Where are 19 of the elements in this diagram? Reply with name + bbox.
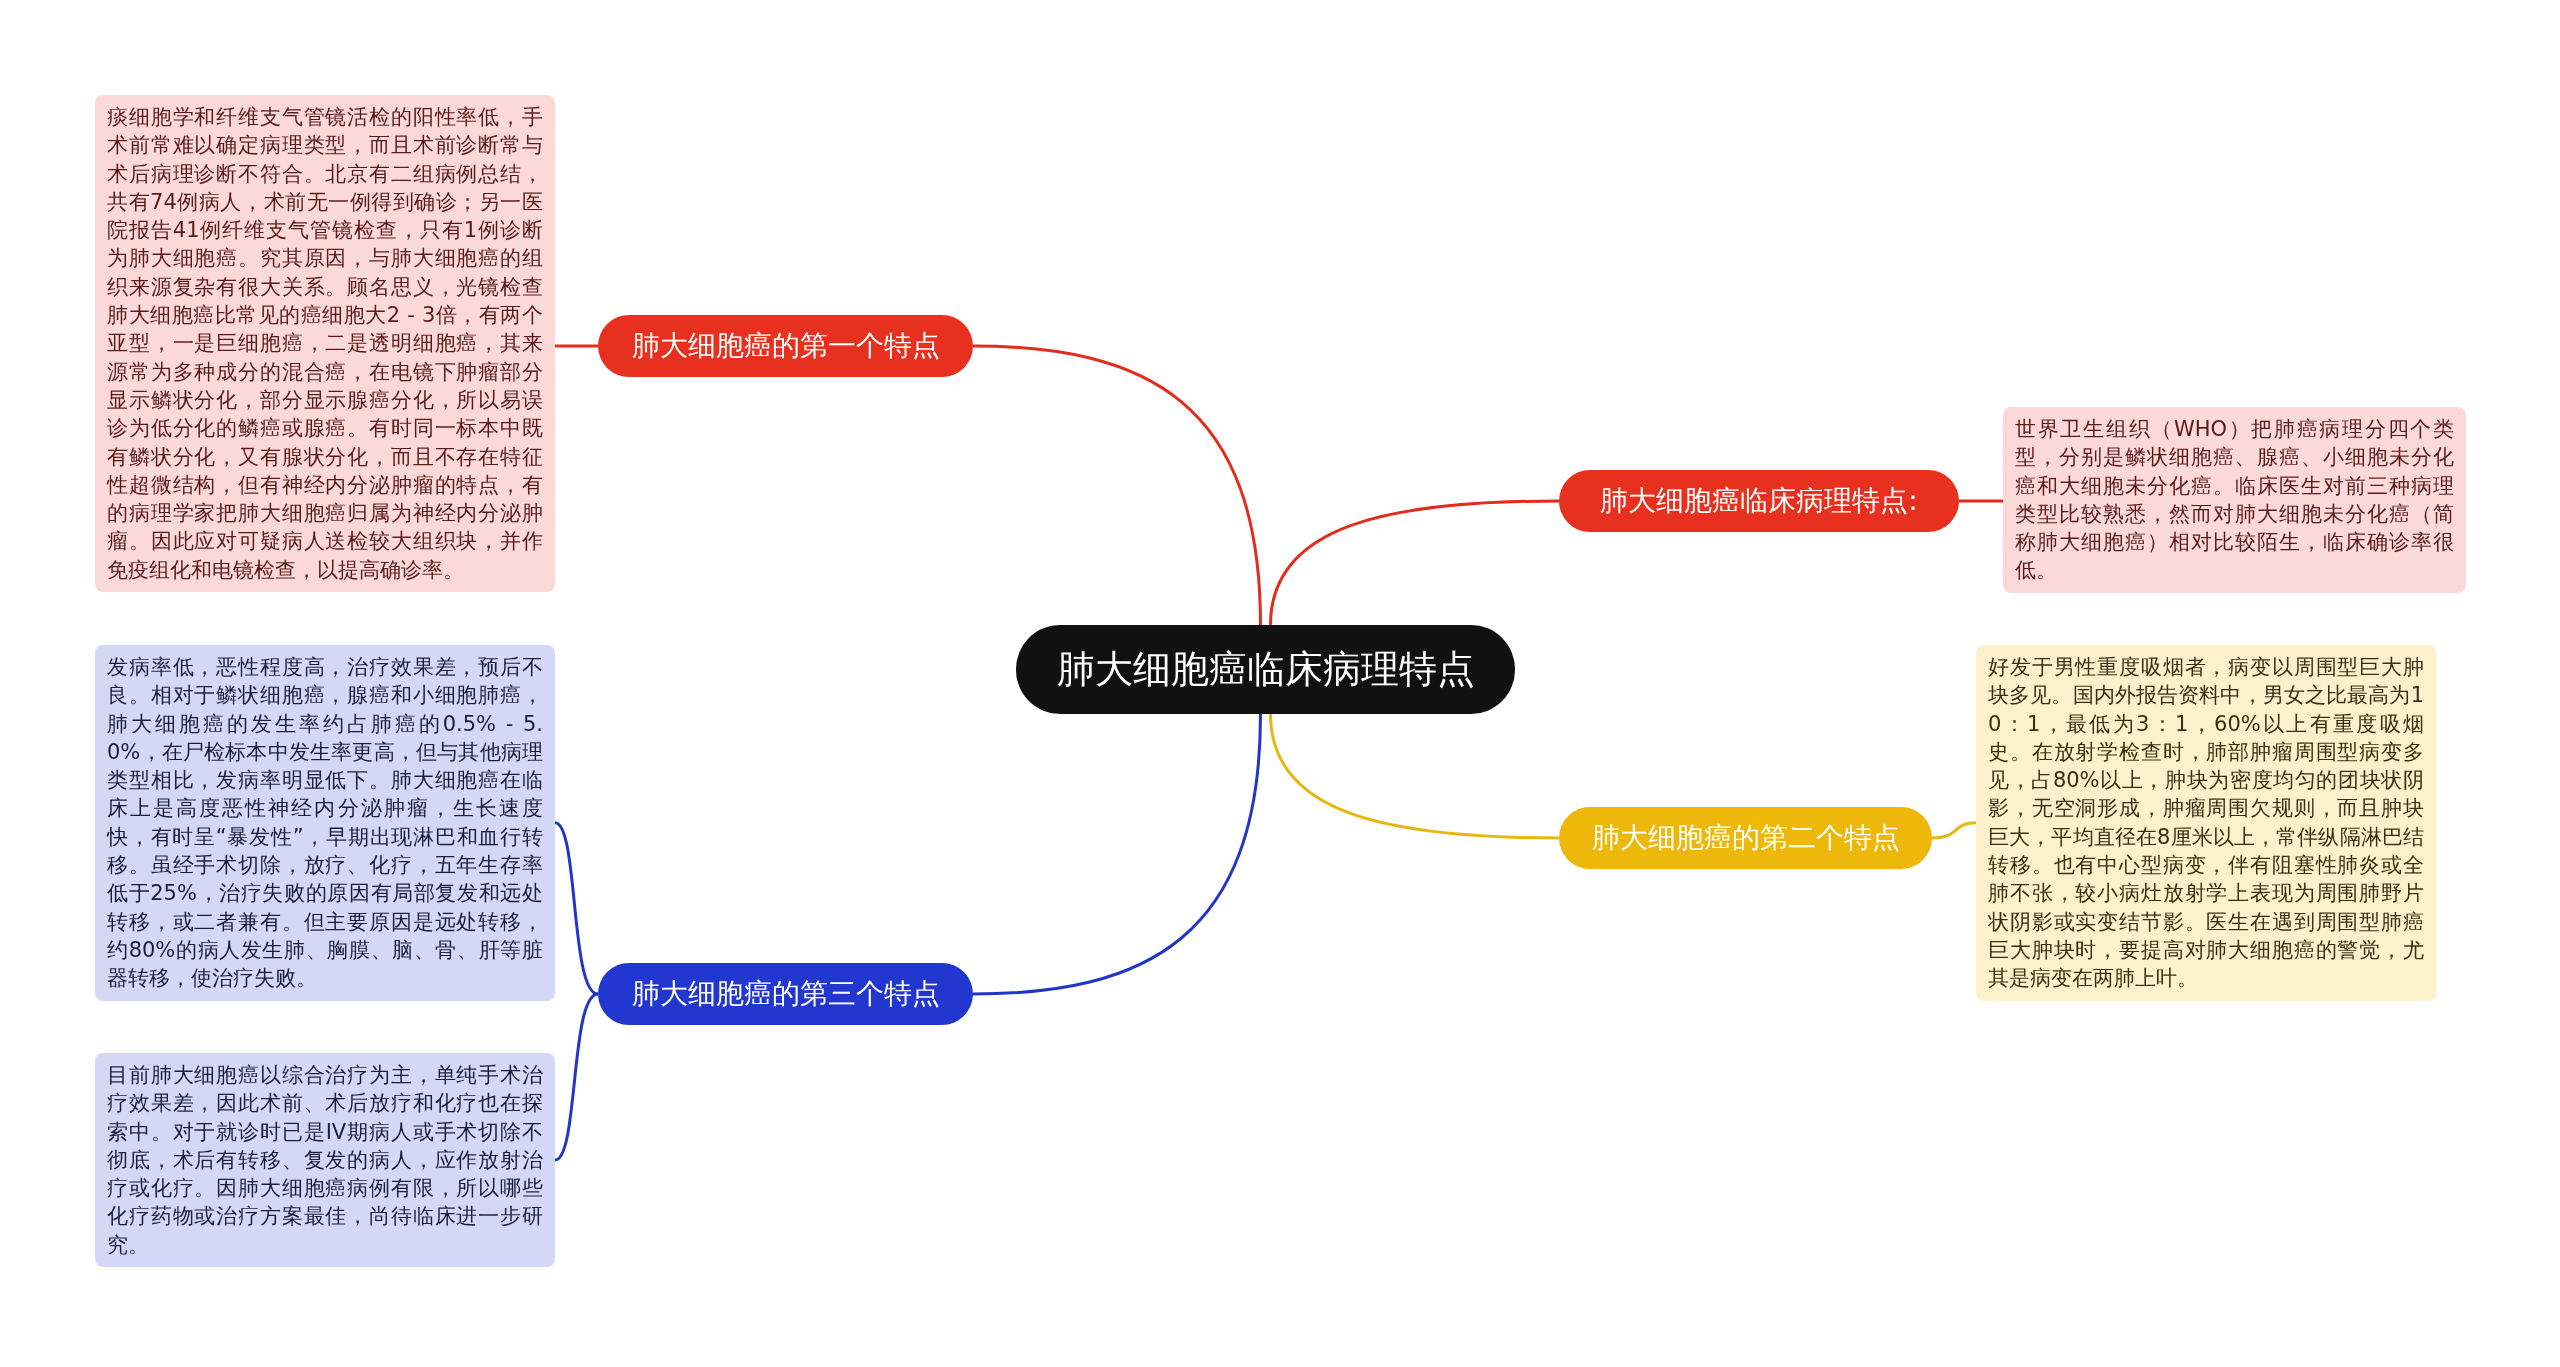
text-box: 发病率低，恶性程度高，治疗效果差，预后不良。相对于鳞状细胞癌，腺癌和小细胞肺癌，肺大细胞癌的发生率约占肺癌的0.5% - 5.0%，在尸检标本中发生率更高，但与其他病理类型相比，发病率明显低下。肺大细胞癌在临床上是高度恶性神经内分泌肿瘤，生长速度快，有时呈“暴发性”，早期出现淋巴和血行转移。虽经手术切除，放疗、化疗，五年生存率低于25%，治疗失败的原因有局部复发和远处转移，或二者兼有。但主要原因是远处转移，约80%的病人发生肺、胸膜、脑、骨、肝等脏器转移，使治疗失败。: [95, 645, 555, 1001]
text-box: 痰细胞学和纤维支气管镜活检的阳性率低，手术前常难以确定病理类型，而且术前诊断常与术后病理诊断不符合。北京有二组病例总结，共有74例病人，术前无一例得到确诊；另一医院报告41例纤维支气管镜检查，只有1例诊断为肺大细胞癌。究其原因，与肺大细胞癌的组织来源复杂有很大关系。顾名思义，光镜检查肺大细胞癌比常见的癌细胞大2 - 3倍，有两个亚型，一是巨细胞癌，二是透明细胞癌，其来源常为多种成分的混合癌，在电镜下肿瘤部分显示鳞状分化，部分显示腺癌分化，所以易误诊为低分化的鳞癌或腺癌。有时同一标本中既有鳞状分化，又有腺状分化，而且不存在特征性超微结构，但有神经内分泌肿瘤的特点，有的病理学家把肺大细胞癌归属为神经内分泌肿瘤。因此应对可疑病人送检较大组织块，并作免疫组化和电镜检查，以提高确诊率。: [95, 95, 555, 593]
topic-box: 肺大细胞癌的第二个特点: [1559, 807, 1932, 869]
connector-line: [1269, 713, 1560, 840]
text-box: 好发于男性重度吸烟者，病变以周围型巨大肿块多见。国内外报告资料中，男女之比最高为10：1，最低为3：1，60%以上有重度吸烟史。在放射学检查时，肺部肿瘤周围型病变多见，占80%以上，肿块为密度均匀的团块状阴影，无空洞形成，肿瘤周围欠规则，而且肿块巨大，平均直径在8厘米以上，常伴纵隔淋巴结转移。也有中心型病变，伴有阻塞性肺炎或全肺不张，较小病灶放射学上表现为周围肺野片状阴影或实变结节影。医生在遇到周围型肺癌巨大肿块时，要提高对肺大细胞癌的警觉，尤其是病变在两肺上叶。: [1976, 645, 2436, 1001]
connector-line: [1269, 499, 1560, 626]
connector-line: [1931, 821, 1977, 840]
connector-line: [1959, 499, 2003, 503]
central-topic-box: 肺大细胞癌临床病理特点: [1016, 625, 1515, 714]
text-box: 目前肺大细胞癌以综合治疗为主，单纯手术治疗效果差，因此术前、术后放疗和化疗也在探索中。对于就诊时已是IV期病人或手术切除不彻底，术后有转移、复发的病人，应作放射治疗或化疗。因肺大细胞癌病例有限，所以哪些化疗药物或治疗方案最佳，尚待临床进一步研究。: [95, 1053, 555, 1268]
connector-line: [554, 992, 599, 1162]
text-box: 世界卫生组织（WHO）把肺癌病理分四个类型，分别是鳞状细胞癌、腺癌、小细胞未分化癌和大细胞未分化癌。临床医生对前三种病理类型比较熟悉，然而对肺大细胞未分化癌（简称肺大细胞癌）相对比较陌生，临床确诊率很低。: [2003, 407, 2466, 593]
topic-box: 肺大细胞癌临床病理特点:: [1559, 470, 1959, 532]
topic-box: 肺大细胞癌的第一个特点: [598, 315, 973, 377]
connector-line: [972, 344, 1262, 626]
connector-line: [972, 713, 1262, 996]
connector-line: [555, 344, 598, 348]
topic-box: 肺大细胞癌的第三个特点: [598, 963, 973, 1025]
connector-line: [554, 821, 599, 996]
